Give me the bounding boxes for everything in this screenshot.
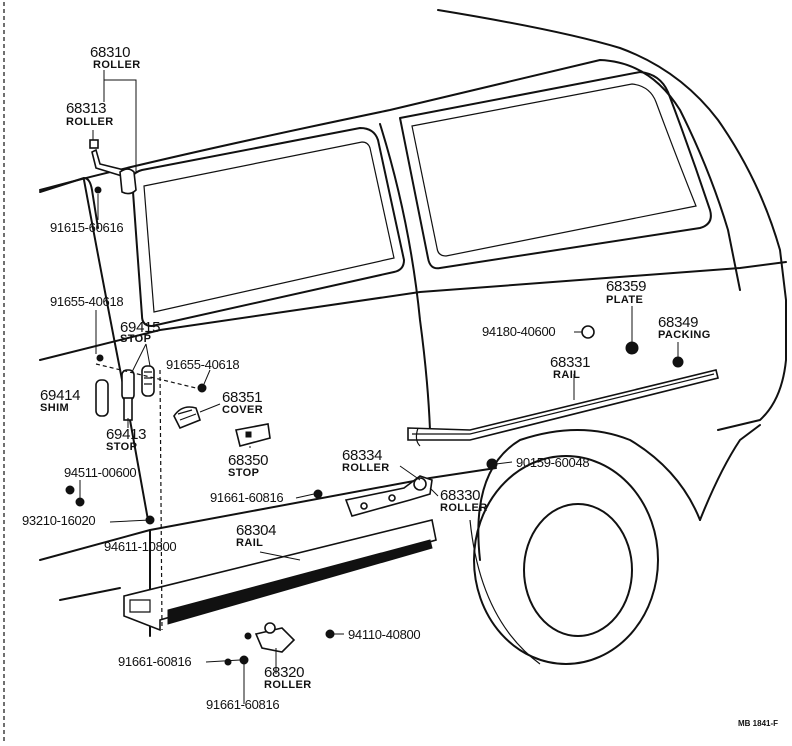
label-68320-name: ROLLER bbox=[264, 679, 312, 691]
bolt-91661-mid bbox=[313, 489, 323, 499]
label-69413-name: STOP bbox=[106, 441, 137, 453]
bolt-91655b bbox=[197, 383, 207, 393]
label-68310-name: ROLLER bbox=[93, 59, 141, 71]
label-69413-number: 69413 bbox=[106, 426, 146, 443]
label-68349-name: PACKING bbox=[658, 329, 711, 341]
nut-94180 bbox=[581, 325, 595, 339]
label-94511-number: 94511-00600 bbox=[64, 465, 136, 480]
label-68331-number: 68331 bbox=[550, 354, 590, 371]
label-68331-name: RAIL bbox=[553, 369, 580, 381]
cover-68351 bbox=[173, 406, 201, 430]
bolt-91661-low bbox=[224, 658, 232, 666]
label-93210-number: 93210-16020 bbox=[22, 513, 95, 528]
label-68313-name: ROLLER bbox=[66, 116, 114, 128]
label-91661b-number: 91661-60816 bbox=[118, 654, 191, 669]
label-69414-name: SHIM bbox=[40, 402, 69, 414]
figure-reference: MB 1841-F bbox=[738, 719, 778, 728]
screw-94511 bbox=[75, 497, 85, 507]
label-68330-name: ROLLER bbox=[440, 502, 488, 514]
label-94611-number: 94611-10800 bbox=[104, 539, 176, 554]
label-68334-name: ROLLER bbox=[342, 462, 390, 474]
label-91661a-number: 91661-60816 bbox=[210, 490, 283, 505]
label-68304-number: 68304 bbox=[236, 522, 276, 539]
stop-68350 bbox=[235, 423, 271, 447]
van-body bbox=[39, 9, 787, 665]
roller-68330 bbox=[344, 475, 433, 517]
label-68330-number: 68330 bbox=[440, 487, 480, 504]
label-68351-number: 68351 bbox=[222, 389, 262, 406]
bolt-91655a bbox=[96, 354, 104, 362]
clip-90159 bbox=[486, 458, 498, 470]
stop-69415 bbox=[141, 365, 155, 397]
plate-68359 bbox=[625, 341, 639, 355]
label-91655b-number: 91655-40618 bbox=[166, 357, 239, 372]
roller-68310 bbox=[89, 139, 137, 195]
label-94180-number: 94180-40600 bbox=[482, 324, 555, 339]
dashed-guide-1 bbox=[159, 369, 163, 631]
label-69415-name: STOP bbox=[120, 333, 151, 345]
label-68351-name: COVER bbox=[222, 404, 263, 416]
label-68350-name: STOP bbox=[228, 467, 259, 479]
roller-68320 bbox=[239, 622, 296, 665]
label-69415-number: 69415 bbox=[120, 319, 160, 336]
label-68304-name: RAIL bbox=[236, 537, 263, 549]
label-68359-name: PLATE bbox=[606, 294, 643, 306]
label-68320-number: 68320 bbox=[264, 664, 304, 681]
lower-rail-68304 bbox=[123, 519, 437, 632]
label-91615-number: 91615-60616 bbox=[50, 220, 123, 235]
label-90159-number: 90159-60048 bbox=[516, 455, 589, 470]
packing-68349 bbox=[672, 356, 684, 368]
label-68359-number: 68359 bbox=[606, 278, 646, 295]
upper-rail-68331 bbox=[407, 369, 719, 447]
dashed-guide-2 bbox=[95, 363, 197, 389]
stop-69413 bbox=[121, 369, 135, 421]
label-94110-number: 94110-40800 bbox=[348, 627, 420, 642]
label-68334-number: 68334 bbox=[342, 447, 382, 464]
shim-69414 bbox=[95, 379, 109, 417]
label-68313-number: 68313 bbox=[66, 100, 106, 117]
label-68310-number: 68310 bbox=[90, 44, 130, 61]
label-68350-number: 68350 bbox=[228, 452, 268, 469]
label-91661c-number: 91661-60816 bbox=[206, 697, 279, 712]
leader-lines bbox=[79, 70, 679, 704]
bolt-93210 bbox=[65, 485, 75, 495]
label-69414-number: 69414 bbox=[40, 387, 80, 404]
clip-94110 bbox=[325, 629, 335, 639]
label-68349-number: 68349 bbox=[658, 314, 698, 331]
label-91655a-number: 91655-40618 bbox=[50, 294, 123, 309]
